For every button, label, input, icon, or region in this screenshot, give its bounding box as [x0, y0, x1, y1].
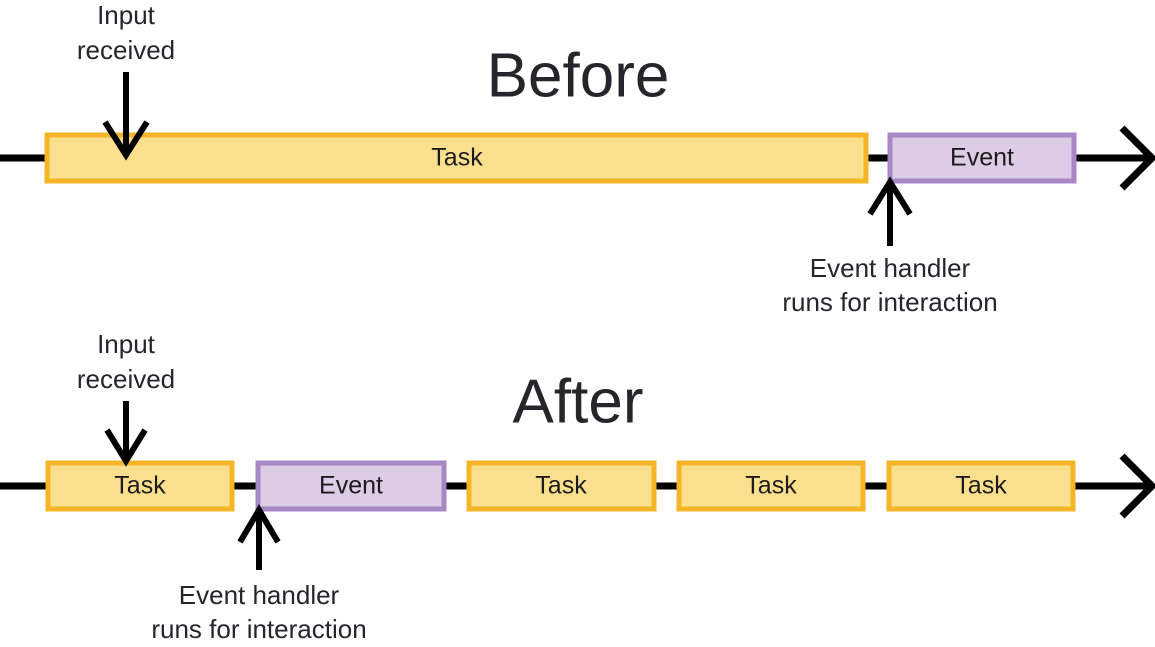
after-task-block-3[interactable]: Task: [676, 460, 866, 512]
before-handler-annotation-line2: runs for interaction: [782, 287, 997, 317]
after-task-rect-3[interactable]: [676, 460, 866, 512]
before-input-annotation-line2: received: [77, 35, 175, 65]
before-handler-arrow-head-icon: [867, 176, 913, 216]
after-event-rect[interactable]: [255, 460, 447, 512]
after-task-label-1: Task: [114, 472, 166, 500]
after-input-annotation-line1: Input: [97, 329, 156, 359]
after-task-block-2[interactable]: Task: [466, 460, 657, 512]
before-input-received-annotation: Input received: [77, 0, 175, 161]
after-task-rect-1[interactable]: [45, 460, 235, 512]
after-input-arrow-head-icon: [104, 428, 148, 467]
before-task-rect[interactable]: [44, 132, 869, 184]
after-event-handler-annotation: Event handler runs for interaction: [151, 504, 367, 644]
after-input-annotation-line2: received: [77, 364, 175, 394]
after-section: After Task Event Task: [0, 329, 1155, 644]
after-input-received-annotation: Input received: [77, 329, 175, 467]
after-handler-annotation-line1: Event handler: [179, 580, 340, 610]
before-event-block[interactable]: Event: [887, 132, 1077, 184]
before-event-handler-annotation: Event handler runs for interaction: [782, 176, 998, 317]
before-event-label: Event: [950, 144, 1014, 172]
after-title: After: [513, 367, 644, 436]
after-handler-arrow-head-icon: [237, 504, 281, 544]
before-event-rect[interactable]: [887, 132, 1077, 184]
after-task-rect-4[interactable]: [886, 460, 1076, 512]
after-event-block[interactable]: Event: [255, 460, 447, 512]
after-task-block-4[interactable]: Task: [886, 460, 1076, 512]
before-timeline-arrowhead-icon: [1119, 125, 1155, 191]
before-handler-annotation-line1: Event handler: [810, 253, 971, 283]
before-input-arrow-head-icon: [102, 120, 150, 161]
before-section: Before Task Event Input received: [0, 0, 1155, 317]
after-task-label-4: Task: [955, 472, 1007, 500]
before-input-annotation-line1: Input: [97, 0, 156, 30]
before-task-label: Task: [431, 144, 483, 172]
after-handler-annotation-line2: runs for interaction: [151, 614, 366, 644]
after-task-label-2: Task: [535, 472, 587, 500]
after-task-label-3: Task: [745, 472, 797, 500]
before-title: Before: [487, 41, 670, 110]
after-task-rect-2[interactable]: [466, 460, 657, 512]
after-task-block-1[interactable]: Task: [45, 460, 235, 512]
after-event-label: Event: [319, 472, 383, 500]
before-task-block[interactable]: Task: [44, 132, 869, 184]
after-timeline-arrowhead-icon: [1119, 453, 1155, 519]
